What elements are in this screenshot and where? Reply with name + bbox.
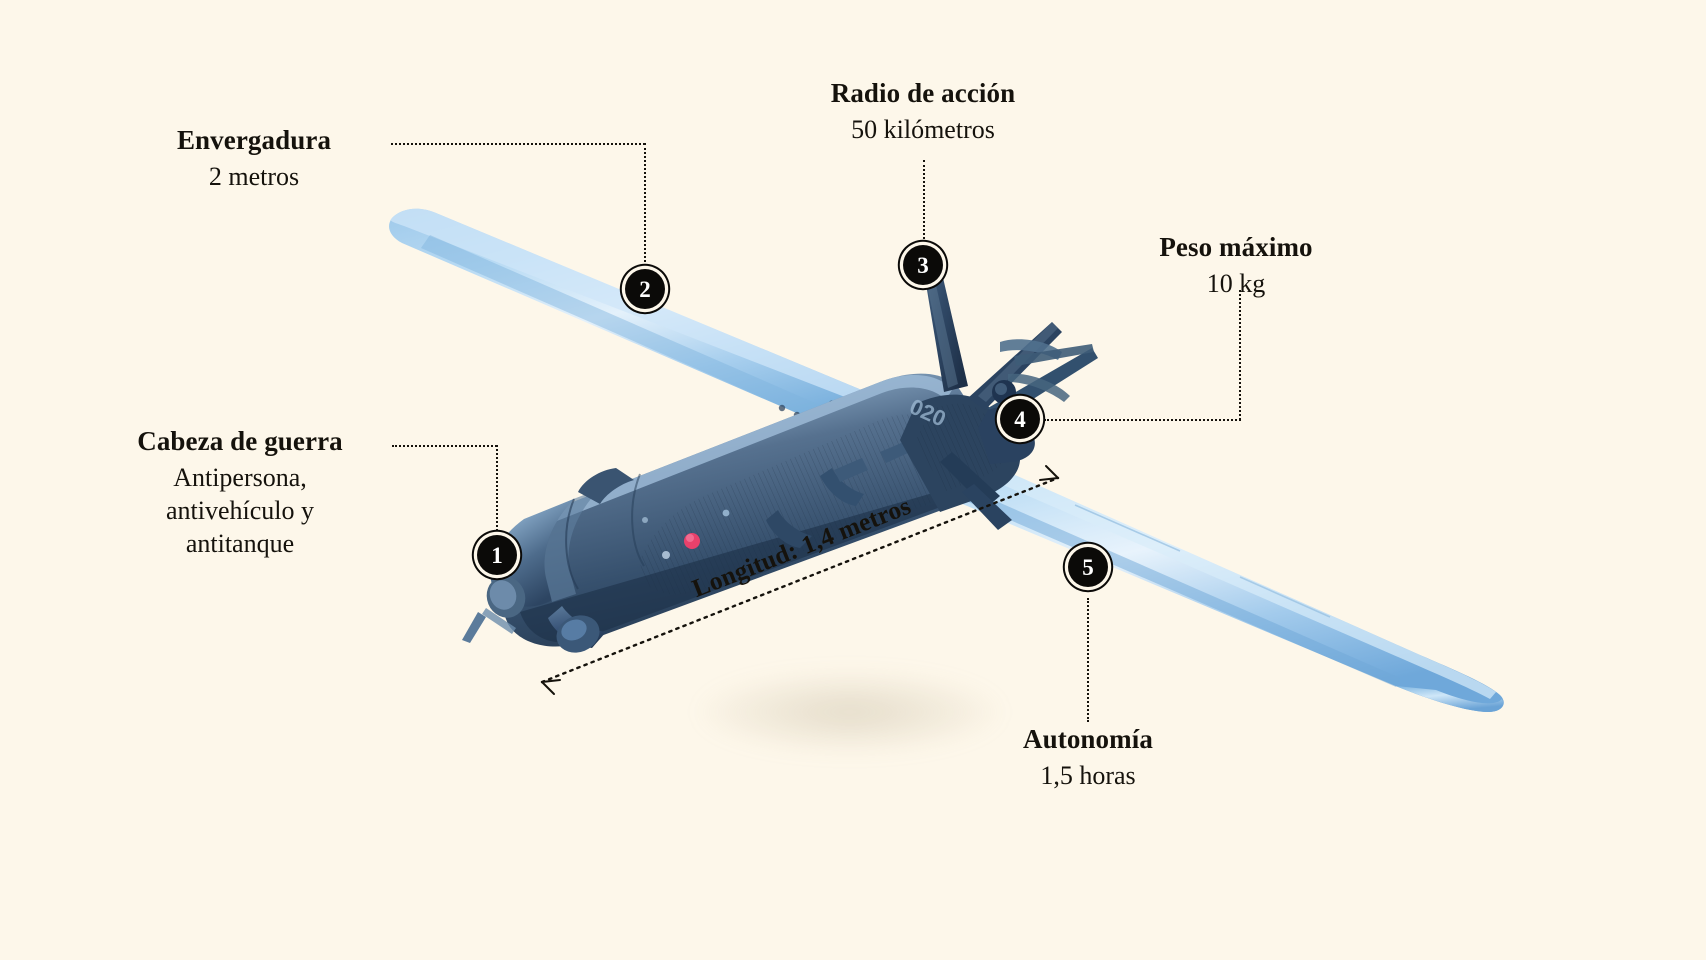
callout-envergadura-title: Envergadura	[176, 125, 332, 155]
leader-line-radio-de-accion-v	[923, 160, 925, 255]
marker-1[interactable]: 1	[477, 535, 517, 575]
drone-ground-shadow	[700, 672, 1000, 752]
callout-autonomia-title: Autonomía	[1023, 724, 1153, 754]
marker-3[interactable]: 3	[903, 245, 943, 285]
marker-5[interactable]: 5	[1068, 547, 1108, 587]
marker-4[interactable]: 4	[1000, 399, 1040, 439]
callout-radio-de-accion: Radio de acción 50 kilómetros	[783, 78, 1063, 146]
leader-line-autonomia-v	[1087, 598, 1089, 722]
callout-cabeza-de-guerra-value-line-1: Antipersona,	[173, 462, 307, 492]
marker-2[interactable]: 2	[625, 269, 665, 309]
callout-envergadura-value: 2 metros	[208, 161, 300, 191]
callout-cabeza-de-guerra-title: Cabeza de guerra	[137, 426, 343, 456]
callout-peso-maximo-title: Peso máximo	[1159, 232, 1313, 262]
leader-line-peso-maximo-v	[1239, 290, 1241, 420]
leader-line-cabeza-de-guerra-v	[496, 445, 498, 555]
leader-line-peso-maximo-h	[1044, 419, 1241, 421]
callout-radio-de-accion-title: Radio de acción	[830, 78, 1016, 108]
callout-peso-maximo: Peso máximo 10 kg	[1118, 232, 1354, 300]
callout-radio-de-accion-value: 50 kilómetros	[851, 114, 995, 144]
callout-cabeza-de-guerra-value-line-3: antitanque	[185, 529, 295, 559]
callout-envergadura: Envergadura 2 metros	[138, 125, 370, 193]
leader-line-envergadura-h	[391, 143, 645, 145]
leader-line-envergadura-v	[644, 143, 646, 274]
callout-autonomia-value: 1,5 horas	[1040, 760, 1136, 790]
callout-autonomia: Autonomía 1,5 horas	[970, 724, 1206, 792]
leader-line-cabeza-de-guerra-h	[392, 445, 497, 447]
callout-cabeza-de-guerra: Cabeza de guerra Antipersona, antivehícu…	[110, 426, 370, 561]
callout-cabeza-de-guerra-value-line-2: antivehículo y	[165, 496, 314, 526]
callout-peso-maximo-value: 10 kg	[1206, 268, 1266, 298]
